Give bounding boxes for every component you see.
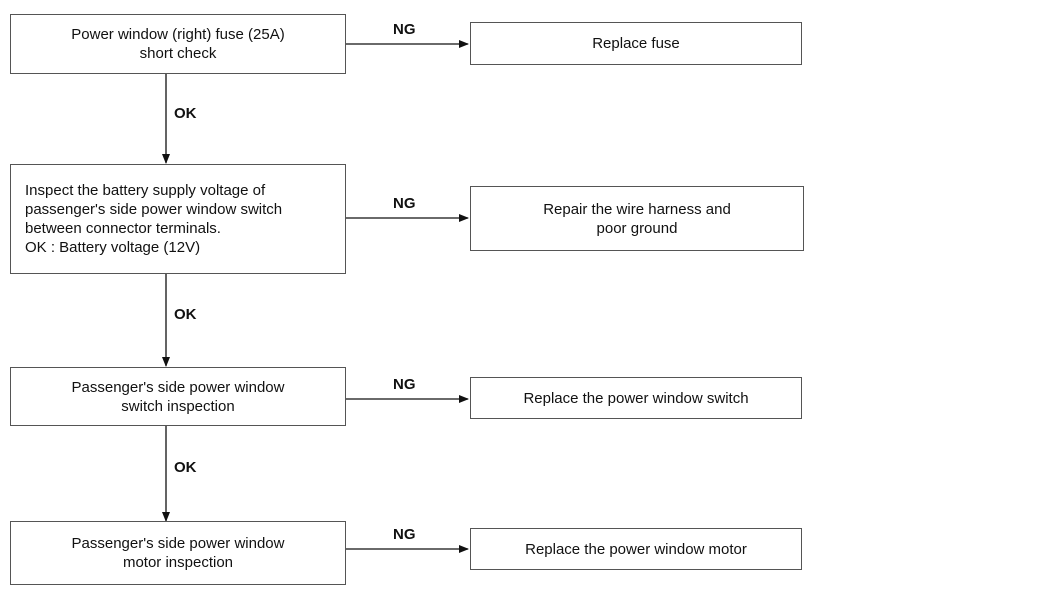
action-text: Replace the power window motor <box>525 540 747 558</box>
ng-label: NG <box>393 526 416 543</box>
action-box-replace-switch: Replace the power window switch <box>470 377 802 419</box>
ok-label: OK <box>174 459 197 476</box>
ng-label: NG <box>393 21 416 38</box>
step-box-battery-voltage: Inspect the battery supply voltage of pa… <box>10 164 346 274</box>
step-text: Passenger's side power window motor insp… <box>71 535 285 571</box>
step-text: Inspect the battery supply voltage of pa… <box>25 182 283 256</box>
action-box-replace-motor: Replace the power window motor <box>470 528 802 570</box>
ng-label: NG <box>393 195 416 212</box>
ng-label: NG <box>393 376 416 393</box>
step-text: Power window (right) fuse (25A) short ch… <box>71 26 285 62</box>
ok-label: OK <box>174 306 197 323</box>
step-box-motor-inspection: Passenger's side power window motor insp… <box>10 521 346 585</box>
action-text: Repair the wire harness and poor ground <box>543 200 731 237</box>
action-text: Replace the power window switch <box>523 389 749 407</box>
step-text: Passenger's side power window switch ins… <box>71 378 285 415</box>
action-box-repair-harness: Repair the wire harness and poor ground <box>470 186 804 251</box>
action-text: Replace fuse <box>592 35 680 52</box>
step-box-fuse-check: Power window (right) fuse (25A) short ch… <box>10 14 346 74</box>
step-box-switch-inspection: Passenger's side power window switch ins… <box>10 367 346 426</box>
action-box-replace-fuse: Replace fuse <box>470 22 802 65</box>
ok-label: OK <box>174 105 197 122</box>
